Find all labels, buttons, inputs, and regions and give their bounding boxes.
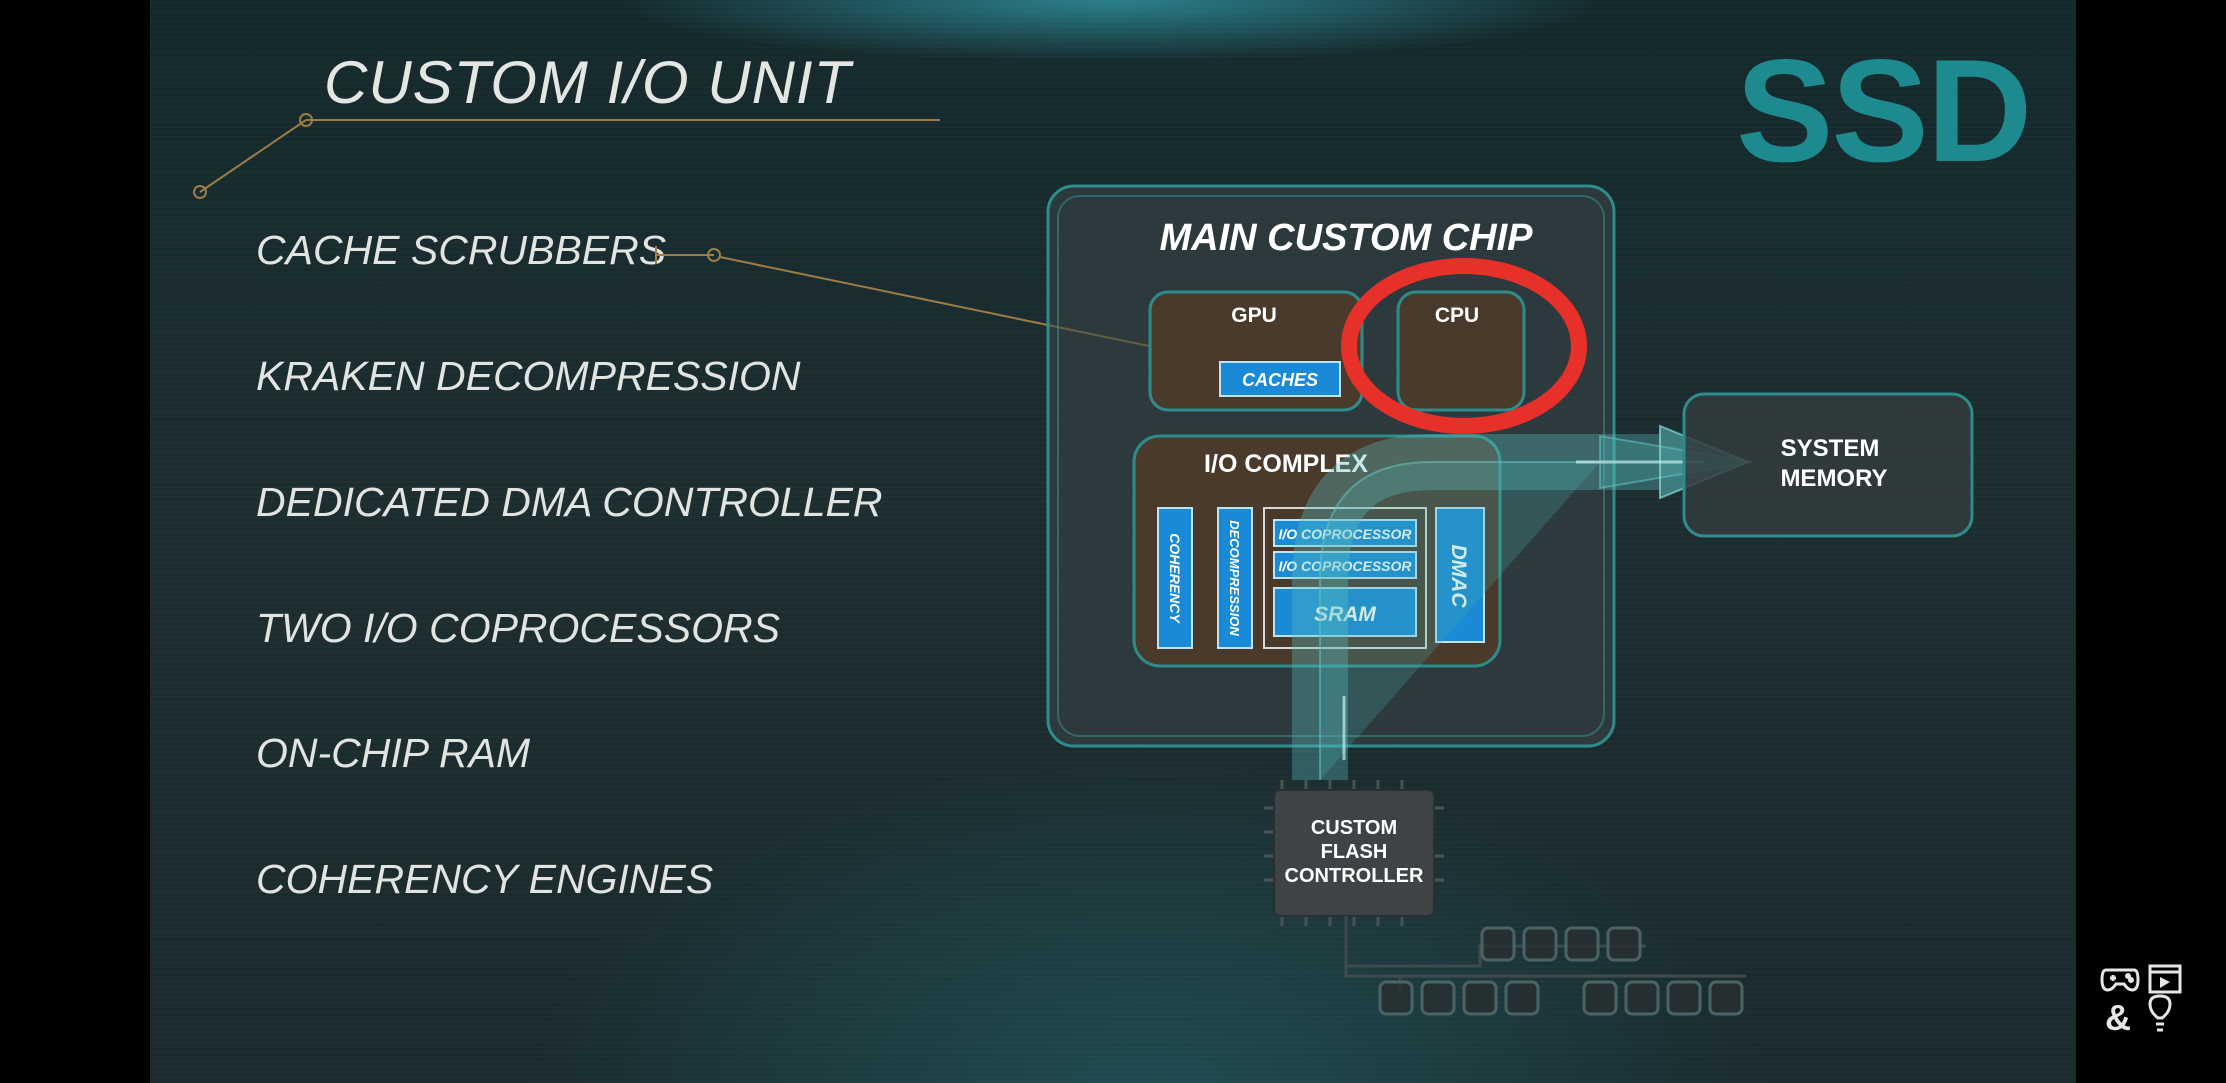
- flash-controller-label-line1: CUSTOM: [1311, 817, 1397, 839]
- slide-title: CUSTOM I/O UNIT: [324, 49, 852, 116]
- sram-label: SRAM: [1314, 603, 1376, 626]
- io-complex-label: I/O COMPLEX: [1204, 450, 1368, 478]
- system-memory-label-line2: MEMORY: [1780, 465, 1887, 492]
- data-path-band: [1292, 434, 1660, 780]
- cpu-highlight-circle: [1341, 258, 1587, 434]
- data-path-arrow: [1319, 434, 1753, 780]
- feature-on-chip-ram: ON-CHIP RAM: [256, 730, 531, 776]
- channel-watermark: &: [2100, 964, 2182, 1038]
- coherency-label: COHERENCY: [1167, 533, 1183, 624]
- main-chip-inner-outline: [1057, 195, 1605, 737]
- feature-cache-scrubbers: CACHE SCRUBBERS: [256, 227, 667, 273]
- caches-block: [1219, 361, 1341, 397]
- system-memory-label-line1: SYSTEM: [1781, 435, 1880, 462]
- caches-label: CACHES: [1242, 370, 1318, 390]
- feature-kraken-decompression: KRAKEN DECOMPRESSION: [256, 353, 801, 399]
- io-coprocessor-1-block: [1273, 519, 1417, 547]
- cpu-label: CPU: [1435, 304, 1479, 327]
- sram-block: [1273, 587, 1417, 637]
- ampersand-icon: &: [2105, 997, 2131, 1038]
- main-chip-label: MAIN CUSTOM CHIP: [1160, 217, 1534, 259]
- gpu-label: GPU: [1231, 304, 1277, 327]
- coprocessor-group: [1263, 507, 1427, 649]
- flash-memory-chips: [1378, 926, 1744, 1016]
- system-memory-block: [1682, 392, 1974, 538]
- feature-io-coprocessors: TWO I/O COPROCESSORS: [256, 605, 780, 651]
- ssd-logo: SSD: [1736, 29, 2032, 192]
- cpu-block: [1396, 290, 1526, 412]
- feature-coherency-engines: COHERENCY ENGINES: [256, 856, 714, 902]
- title-leader-line: [193, 113, 940, 199]
- io-coprocessor-2-label: I/O COPROCESSOR: [1278, 558, 1412, 574]
- decompression-block: [1217, 507, 1253, 649]
- flash-controller-label-line2: FLASH: [1321, 841, 1388, 863]
- film-icon: [2148, 964, 2182, 994]
- flash-controller-label-line3: CONTROLLER: [1285, 865, 1424, 887]
- flash-controller-block: [1273, 789, 1435, 917]
- gamepad-icon: [2100, 968, 2140, 992]
- io-coprocessor-2-block: [1273, 551, 1417, 579]
- dmac-block: [1435, 507, 1485, 643]
- feature-dma-controller: DEDICATED DMA CONTROLLER: [256, 479, 883, 525]
- decompression-label: DECOMPRESSION: [1227, 520, 1242, 636]
- lightbulb-icon: [2148, 994, 2172, 1032]
- coherency-block: [1157, 507, 1193, 649]
- io-coprocessor-1-label: I/O COPROCESSOR: [1278, 526, 1412, 542]
